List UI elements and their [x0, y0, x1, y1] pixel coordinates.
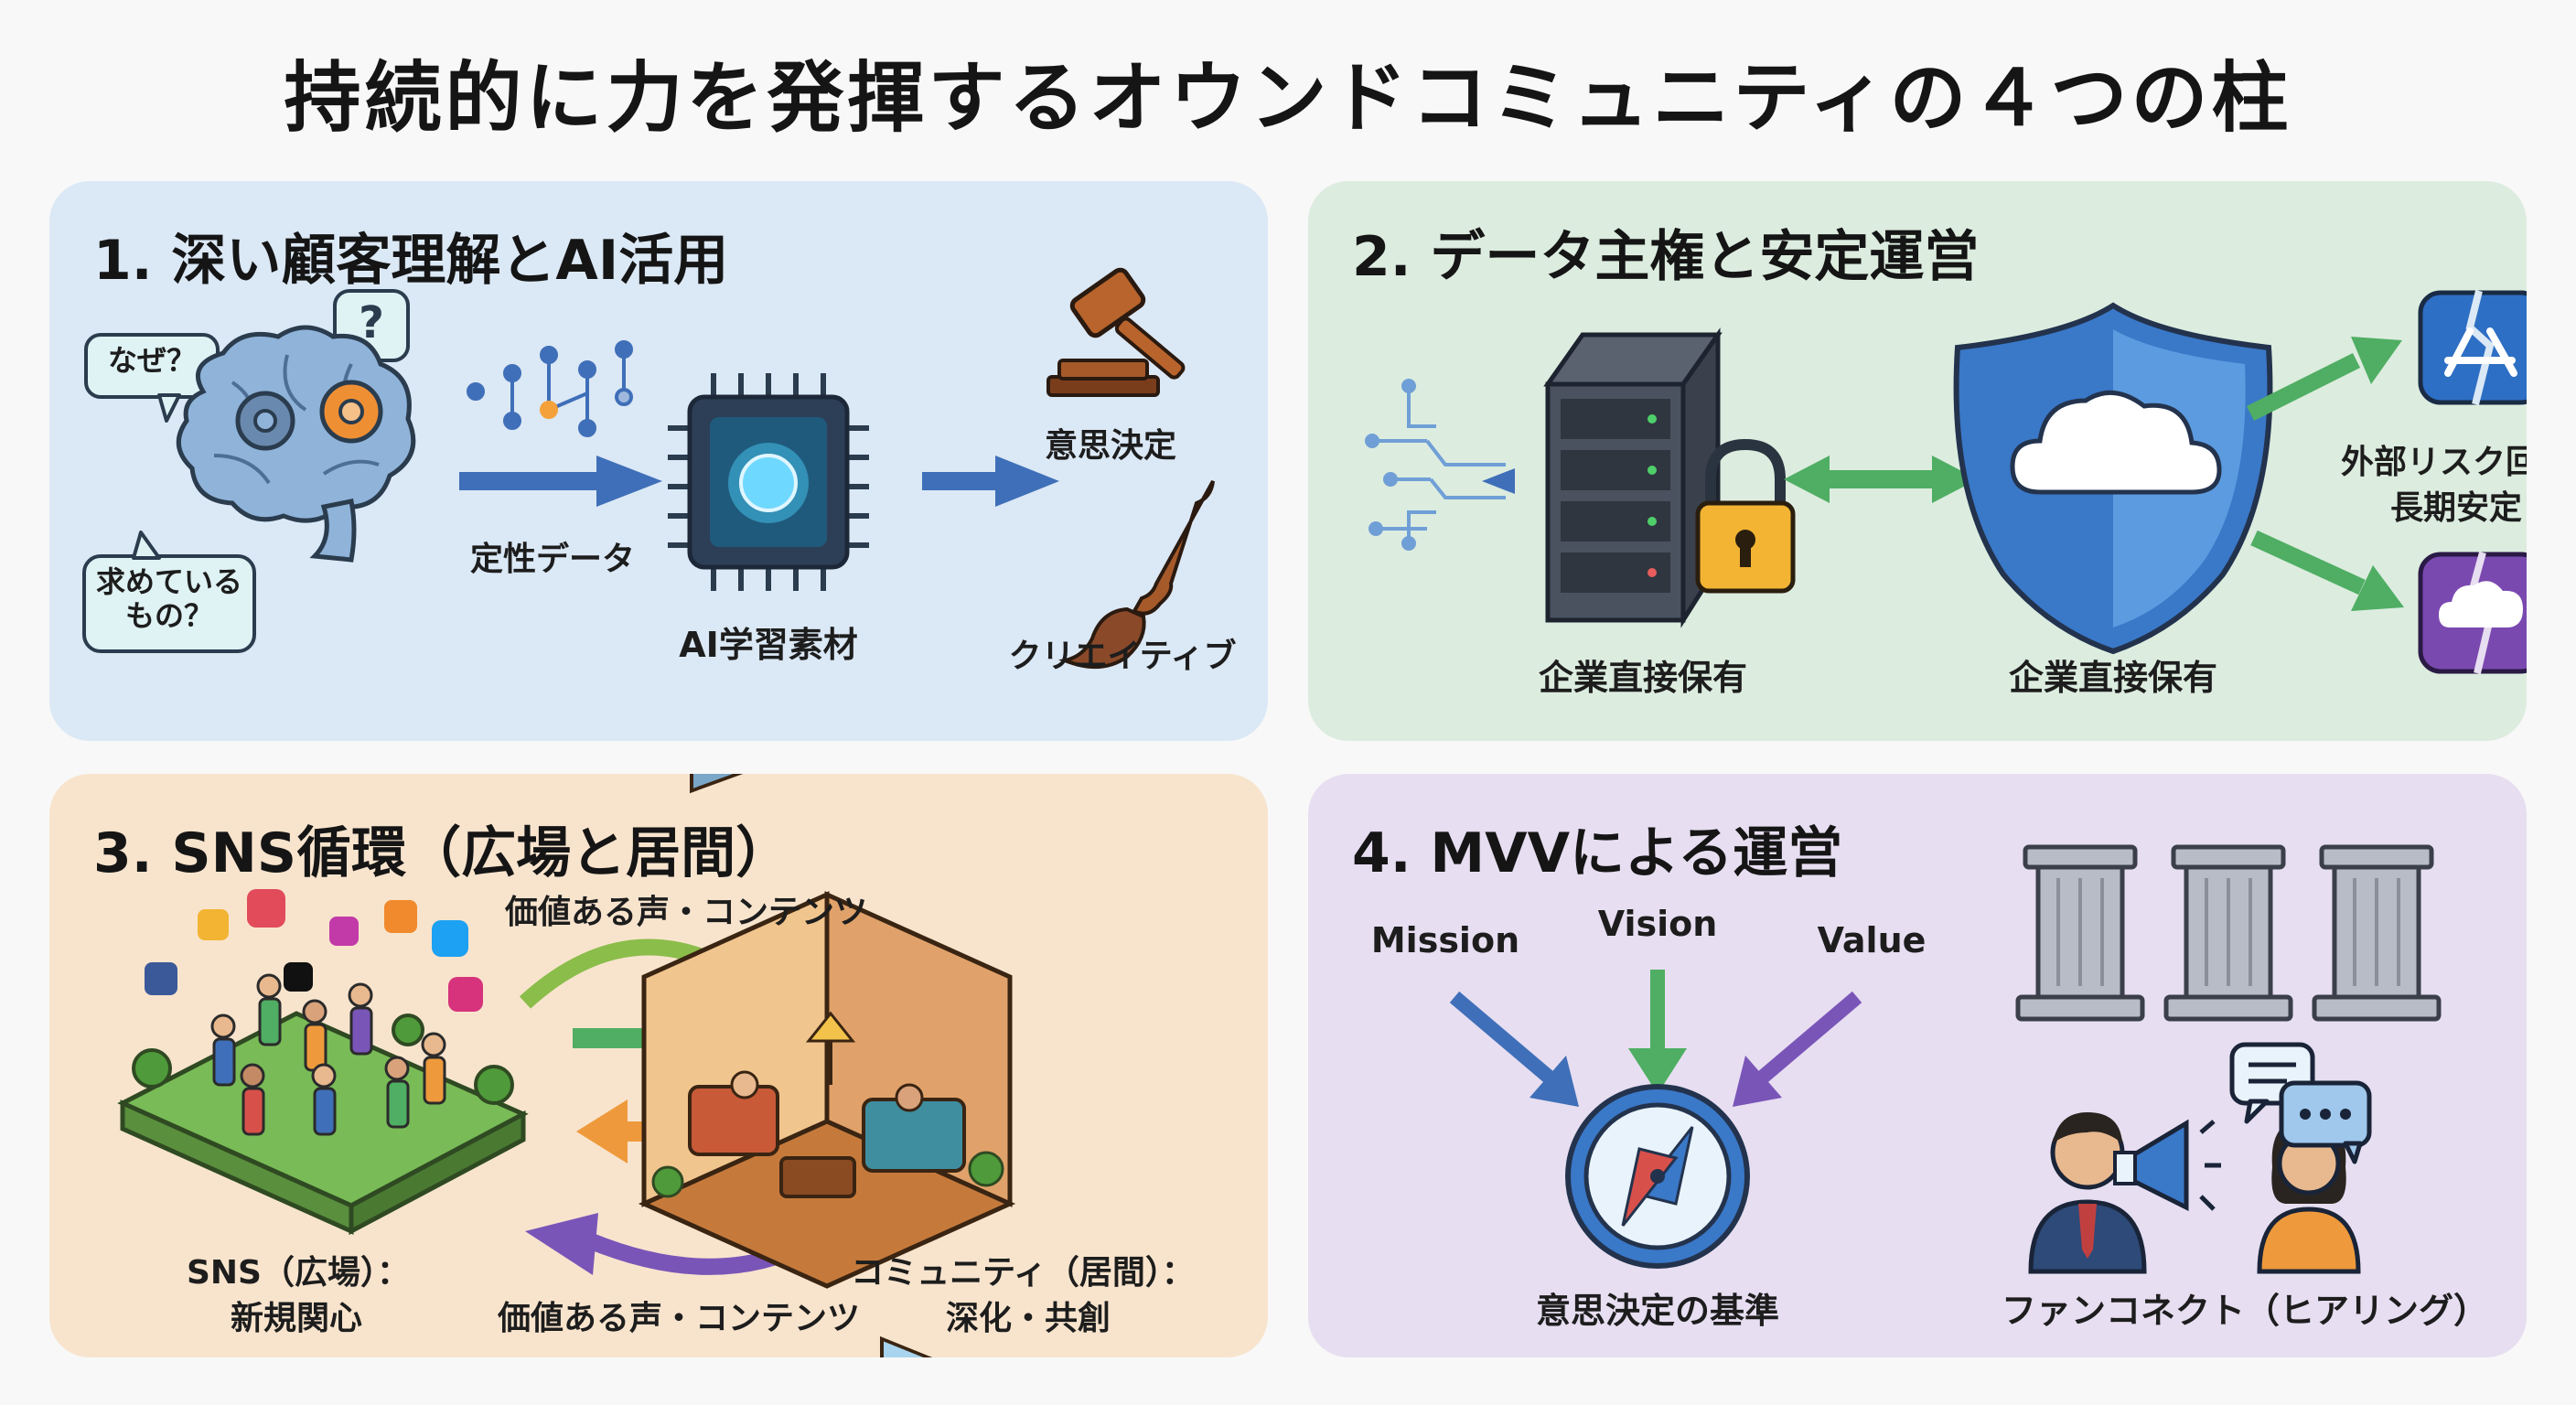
arrow-mission [1449, 991, 1579, 1107]
gavel-icon [1046, 267, 1186, 397]
mvv-illustration [1449, 844, 2442, 1274]
broken-app-store-icon [2418, 290, 2527, 405]
community-label-line1: コミュニティ（居間）： [851, 1254, 1195, 1292]
top-flow-label: 価値ある声・コンテンツ [504, 894, 867, 931]
sns-illustration [117, 774, 1016, 1357]
bidirectional-arrow [1784, 456, 1978, 503]
arrow-to-risk-top [2246, 337, 2402, 422]
pillar-panel-data: 2. データ主権と安定運営 [1308, 181, 2527, 741]
megaphone-icon [2113, 1119, 2221, 1212]
bubble-question-text: ? [359, 297, 384, 349]
community-label-line2: 深化・共創 [945, 1300, 1111, 1337]
qualitative-data-label: 定性データ [469, 541, 635, 578]
data-illustration [1365, 290, 2527, 674]
bubble-want-text: 求めている もの？ [95, 564, 242, 633]
paintbrush-icon [1058, 480, 1215, 670]
compass-icon [1565, 1084, 1750, 1269]
mission-label: Mission [1370, 920, 1520, 960]
panel-title: 2. データ主権と安定運営 [1352, 225, 1980, 289]
server-label: 企業直接保有 [1538, 658, 1747, 698]
ai-material-label: AI学習素材 [679, 625, 858, 665]
value-label: Value [1817, 920, 1927, 960]
arrow-to-chip [459, 456, 662, 507]
community-living-room-icon [638, 774, 1016, 1357]
shield-icon [1953, 302, 2273, 655]
risk-label-line2: 長期安定 [2389, 489, 2522, 527]
bottom-flow-label: 価値ある声・コンテンツ [497, 1300, 860, 1337]
ai-illustration [82, 267, 1215, 670]
pillar-panel-sns: 3. SNS循環（広場と居間） [49, 774, 1268, 1357]
arrow-to-risk-bottom [2250, 530, 2404, 611]
fan-connect-label: ファンコネクト（ヒアリング） [2001, 1291, 2488, 1331]
circuit-lines-icon [1365, 379, 1506, 551]
brain-icon [176, 325, 416, 563]
vision-label: Vision [1597, 904, 1718, 944]
page-title: 持続的に力を発揮するオウンドコミュニティの４つの柱 [284, 53, 2292, 143]
ai-chip-icon [668, 373, 869, 591]
speech-bubble-want [82, 531, 256, 653]
panel-title: 3. SNS循環（広場と居間） [93, 821, 791, 885]
speaker-person-icon [2028, 1112, 2147, 1274]
arrow-vision [1628, 970, 1687, 1094]
arrow-to-outputs [922, 456, 1059, 507]
creative-label: クリエイティブ [1008, 638, 1237, 675]
shield-label: 企業直接保有 [2008, 658, 2217, 698]
sns-label-line2: 新規関心 [230, 1300, 362, 1337]
pillar-panel-mvv: 4. MVVによる運営 [1308, 774, 2527, 1357]
sns-label-line1: SNS（広場）： [187, 1254, 410, 1292]
panel-title: 4. MVVによる運営 [1352, 821, 1843, 885]
risk-label-line1: 外部リスク回避 [2340, 444, 2527, 481]
decision-label: 意思決定 [1044, 427, 1176, 465]
pillar-panel-ai: 1. 深い顧客理解とAI活用 [49, 181, 1268, 741]
bubble-why-text: なぜ？ [107, 343, 196, 378]
data-nodes-icon [467, 340, 633, 437]
server-icon [1543, 327, 1723, 628]
sns-plaza-icon [117, 889, 529, 1236]
arrow-value [1733, 991, 1862, 1107]
padlock-icon [1695, 438, 1796, 594]
chat-bubbles-icon [2229, 1042, 2372, 1164]
compass-label: 意思決定の基準 [1535, 1291, 1779, 1331]
broken-cloud-app-icon [2418, 551, 2527, 674]
panel-title: 1. 深い顧客理解とAI活用 [93, 229, 729, 293]
